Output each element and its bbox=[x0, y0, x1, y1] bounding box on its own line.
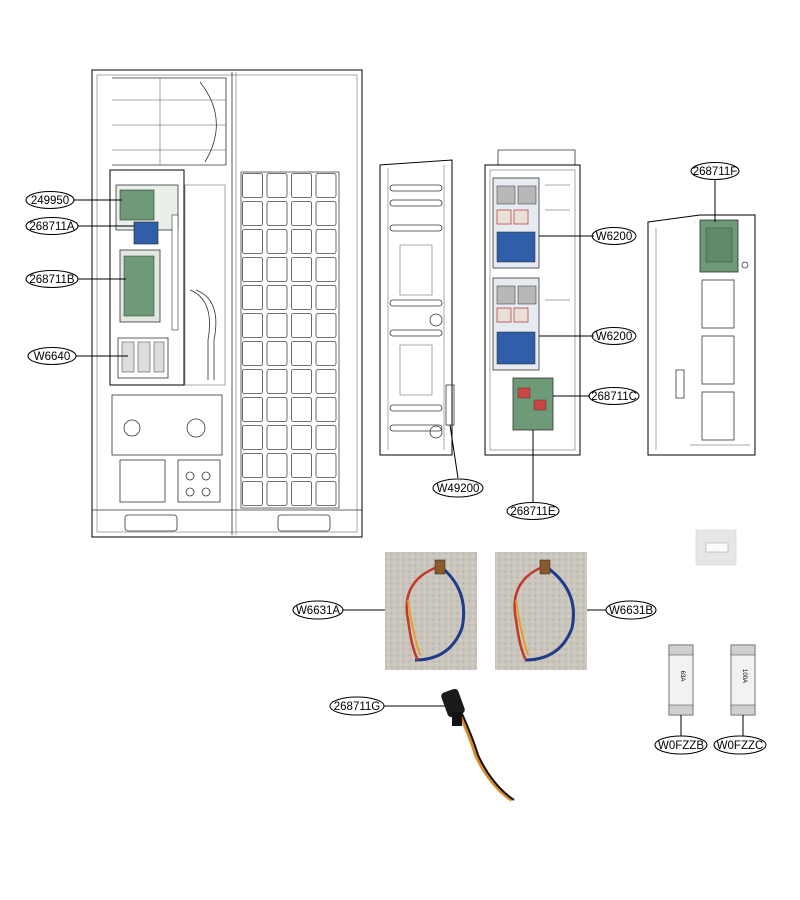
grille-panel bbox=[240, 171, 340, 509]
control-box bbox=[109, 169, 185, 386]
right-side-panel bbox=[647, 214, 756, 456]
callout-268711E: 268711E bbox=[506, 430, 560, 520]
callout-268711B: 268711B bbox=[25, 270, 126, 288]
callout-268711F: 268711F bbox=[690, 162, 740, 222]
piping-area bbox=[111, 184, 226, 503]
callout-label: 249950 bbox=[31, 195, 69, 207]
outdoor-unit-front-view bbox=[91, 69, 363, 538]
callout-W6200-lower: W6200 bbox=[539, 327, 637, 345]
callout-label: 268711G bbox=[334, 701, 381, 713]
side-frame-panel bbox=[379, 159, 455, 456]
fuse-rating-label: 63A bbox=[679, 671, 685, 682]
callout-label: 268711E bbox=[510, 506, 556, 518]
harness-W6631A-photo bbox=[385, 552, 477, 670]
callout-W0FZZB: W0FZZB bbox=[654, 715, 708, 755]
harness-W6631B-photo bbox=[495, 552, 587, 670]
fuse-rating-label: 100A bbox=[741, 669, 747, 683]
callout-249950: 249950 bbox=[25, 191, 122, 209]
callout-label: W6631B bbox=[609, 605, 653, 617]
callout-label: W0FZZB bbox=[658, 740, 704, 752]
fuse-W0FZZC-image: 100A bbox=[730, 644, 756, 716]
fan-guard bbox=[112, 77, 227, 166]
callout-W6640: W6640 bbox=[27, 347, 128, 365]
callout-label: 268711F bbox=[693, 166, 738, 178]
inverter-control-box bbox=[484, 149, 581, 456]
callout-W0FZZC: W0FZZC bbox=[713, 715, 767, 755]
callout-label: 268711A bbox=[29, 221, 75, 233]
callout-label: W49200 bbox=[437, 483, 480, 495]
label-part-image bbox=[695, 529, 737, 566]
callout-label: W0FZZC bbox=[717, 740, 764, 752]
callout-W6631B: W6631B bbox=[587, 600, 657, 620]
sensor-268711G-image bbox=[441, 688, 515, 802]
callout-label: 268711B bbox=[29, 274, 75, 286]
callout-268711A: 268711A bbox=[25, 217, 134, 235]
callout-label: 268711C bbox=[591, 391, 637, 403]
callout-W6631A: W6631A bbox=[292, 600, 385, 620]
callout-label: W6640 bbox=[34, 351, 70, 363]
callout-label: W6200 bbox=[596, 231, 632, 243]
callout-W6200-upper: W6200 bbox=[539, 227, 637, 245]
callout-label: W6200 bbox=[596, 331, 632, 343]
fuse-W0FZZB-image: 63A bbox=[668, 644, 694, 716]
callout-268711C: 268711C bbox=[553, 387, 640, 405]
callout-W49200: W49200 bbox=[432, 424, 484, 498]
callout-label: W6631A bbox=[296, 605, 340, 617]
callout-268711G: 268711G bbox=[329, 696, 446, 716]
